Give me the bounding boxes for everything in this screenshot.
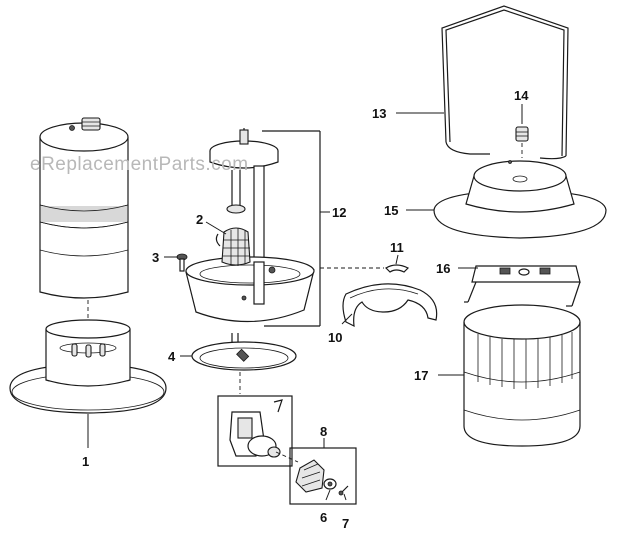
callout-13: 13 (372, 106, 386, 121)
callout-4: 4 (168, 349, 176, 364)
part-13-bail-handle (441, 5, 569, 160)
part-8-knob-group (289, 447, 357, 505)
callout-14: 14 (514, 88, 529, 103)
callout-2: 2 (196, 212, 203, 227)
part-4-gasket-plate (191, 333, 297, 394)
callout-6: 6 (320, 510, 327, 525)
callout-1: 1 (82, 454, 89, 469)
part-11-clip (320, 264, 410, 273)
callout-17: 17 (414, 368, 428, 383)
part-12-burner-assembly (185, 128, 321, 327)
callout-10: 10 (328, 330, 342, 345)
valve-assembly (217, 395, 299, 467)
leader-lines (87, 104, 523, 501)
part-17-heat-screen (463, 304, 581, 447)
part-1-tank-assembly (9, 117, 167, 414)
callout-3: 3 (152, 250, 159, 265)
callout-12: 12 (332, 205, 346, 220)
callout-labels: 1 2 3 4 6 7 8 10 11 12 13 14 15 16 17 (82, 88, 529, 531)
callout-11: 11 (390, 240, 404, 255)
watermark-text: eReplacementParts.com (30, 154, 249, 175)
callout-15: 15 (384, 203, 398, 218)
part-3-screw (176, 253, 188, 272)
callout-16: 16 (436, 261, 450, 276)
callout-7: 7 (342, 516, 349, 531)
part-16-frame (464, 265, 581, 307)
part-10-spreader (342, 283, 438, 328)
part-15-reflector (433, 160, 607, 239)
part-14-fitting (515, 126, 529, 158)
callout-8: 8 (320, 424, 327, 439)
